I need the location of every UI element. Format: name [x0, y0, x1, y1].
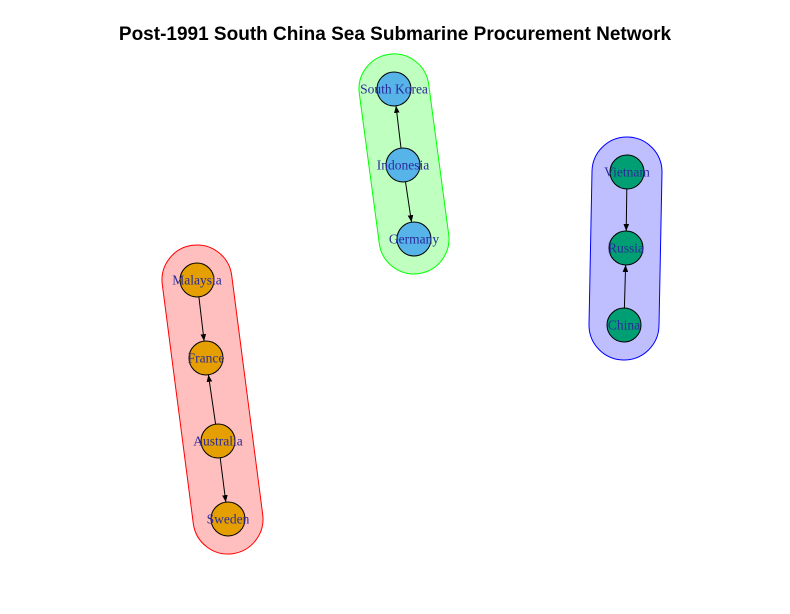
node-russia: Russia — [608, 230, 644, 266]
node-circle — [608, 230, 644, 266]
node-malaysia: Malaysia — [172, 262, 222, 298]
edge-indonesia-to-germany — [405, 181, 414, 223]
edge-australia-to-sweden — [219, 457, 228, 503]
group-hull-layer — [161, 53, 663, 555]
node-circle — [188, 340, 224, 376]
node-label: China — [608, 318, 640, 333]
node-circle — [210, 501, 246, 537]
node-label: Indonesia — [377, 158, 429, 173]
edge-indonesia-to-south-korea — [394, 105, 402, 149]
node-france: France — [188, 340, 225, 376]
node-circle — [606, 307, 642, 343]
node-germany: Germany — [389, 221, 439, 257]
edge-layer — [198, 105, 630, 503]
edge-australia-to-france — [206, 374, 217, 425]
node-label: Germany — [389, 232, 439, 247]
edge-china-to-russia — [622, 264, 629, 309]
node-australia: Australia — [193, 423, 243, 459]
node-label: France — [188, 351, 225, 366]
node-circle — [376, 71, 412, 107]
node-label: Malaysia — [172, 273, 222, 288]
edge-vietnam-to-russia — [623, 188, 630, 232]
node-label: Vietnam — [604, 165, 650, 180]
node-vietnam: Vietnam — [604, 154, 650, 190]
node-sweden: Sweden — [207, 501, 250, 537]
edge-malaysia-to-france — [198, 296, 207, 342]
node-label: South Korea — [360, 82, 428, 97]
node-circle — [200, 423, 236, 459]
diagram-title: Post-1991 South China Sea Submarine Proc… — [118, 24, 672, 45]
node-circle — [179, 262, 215, 298]
node-circle — [609, 154, 645, 190]
node-circle — [396, 221, 432, 257]
node-label: Sweden — [207, 512, 250, 527]
node-indonesia: Indonesia — [377, 147, 429, 183]
node-china: China — [606, 307, 642, 343]
node-circle — [385, 147, 421, 183]
node-label: Russia — [608, 241, 644, 256]
node-south-korea: South Korea — [360, 71, 428, 107]
node-label: Australia — [193, 434, 243, 449]
